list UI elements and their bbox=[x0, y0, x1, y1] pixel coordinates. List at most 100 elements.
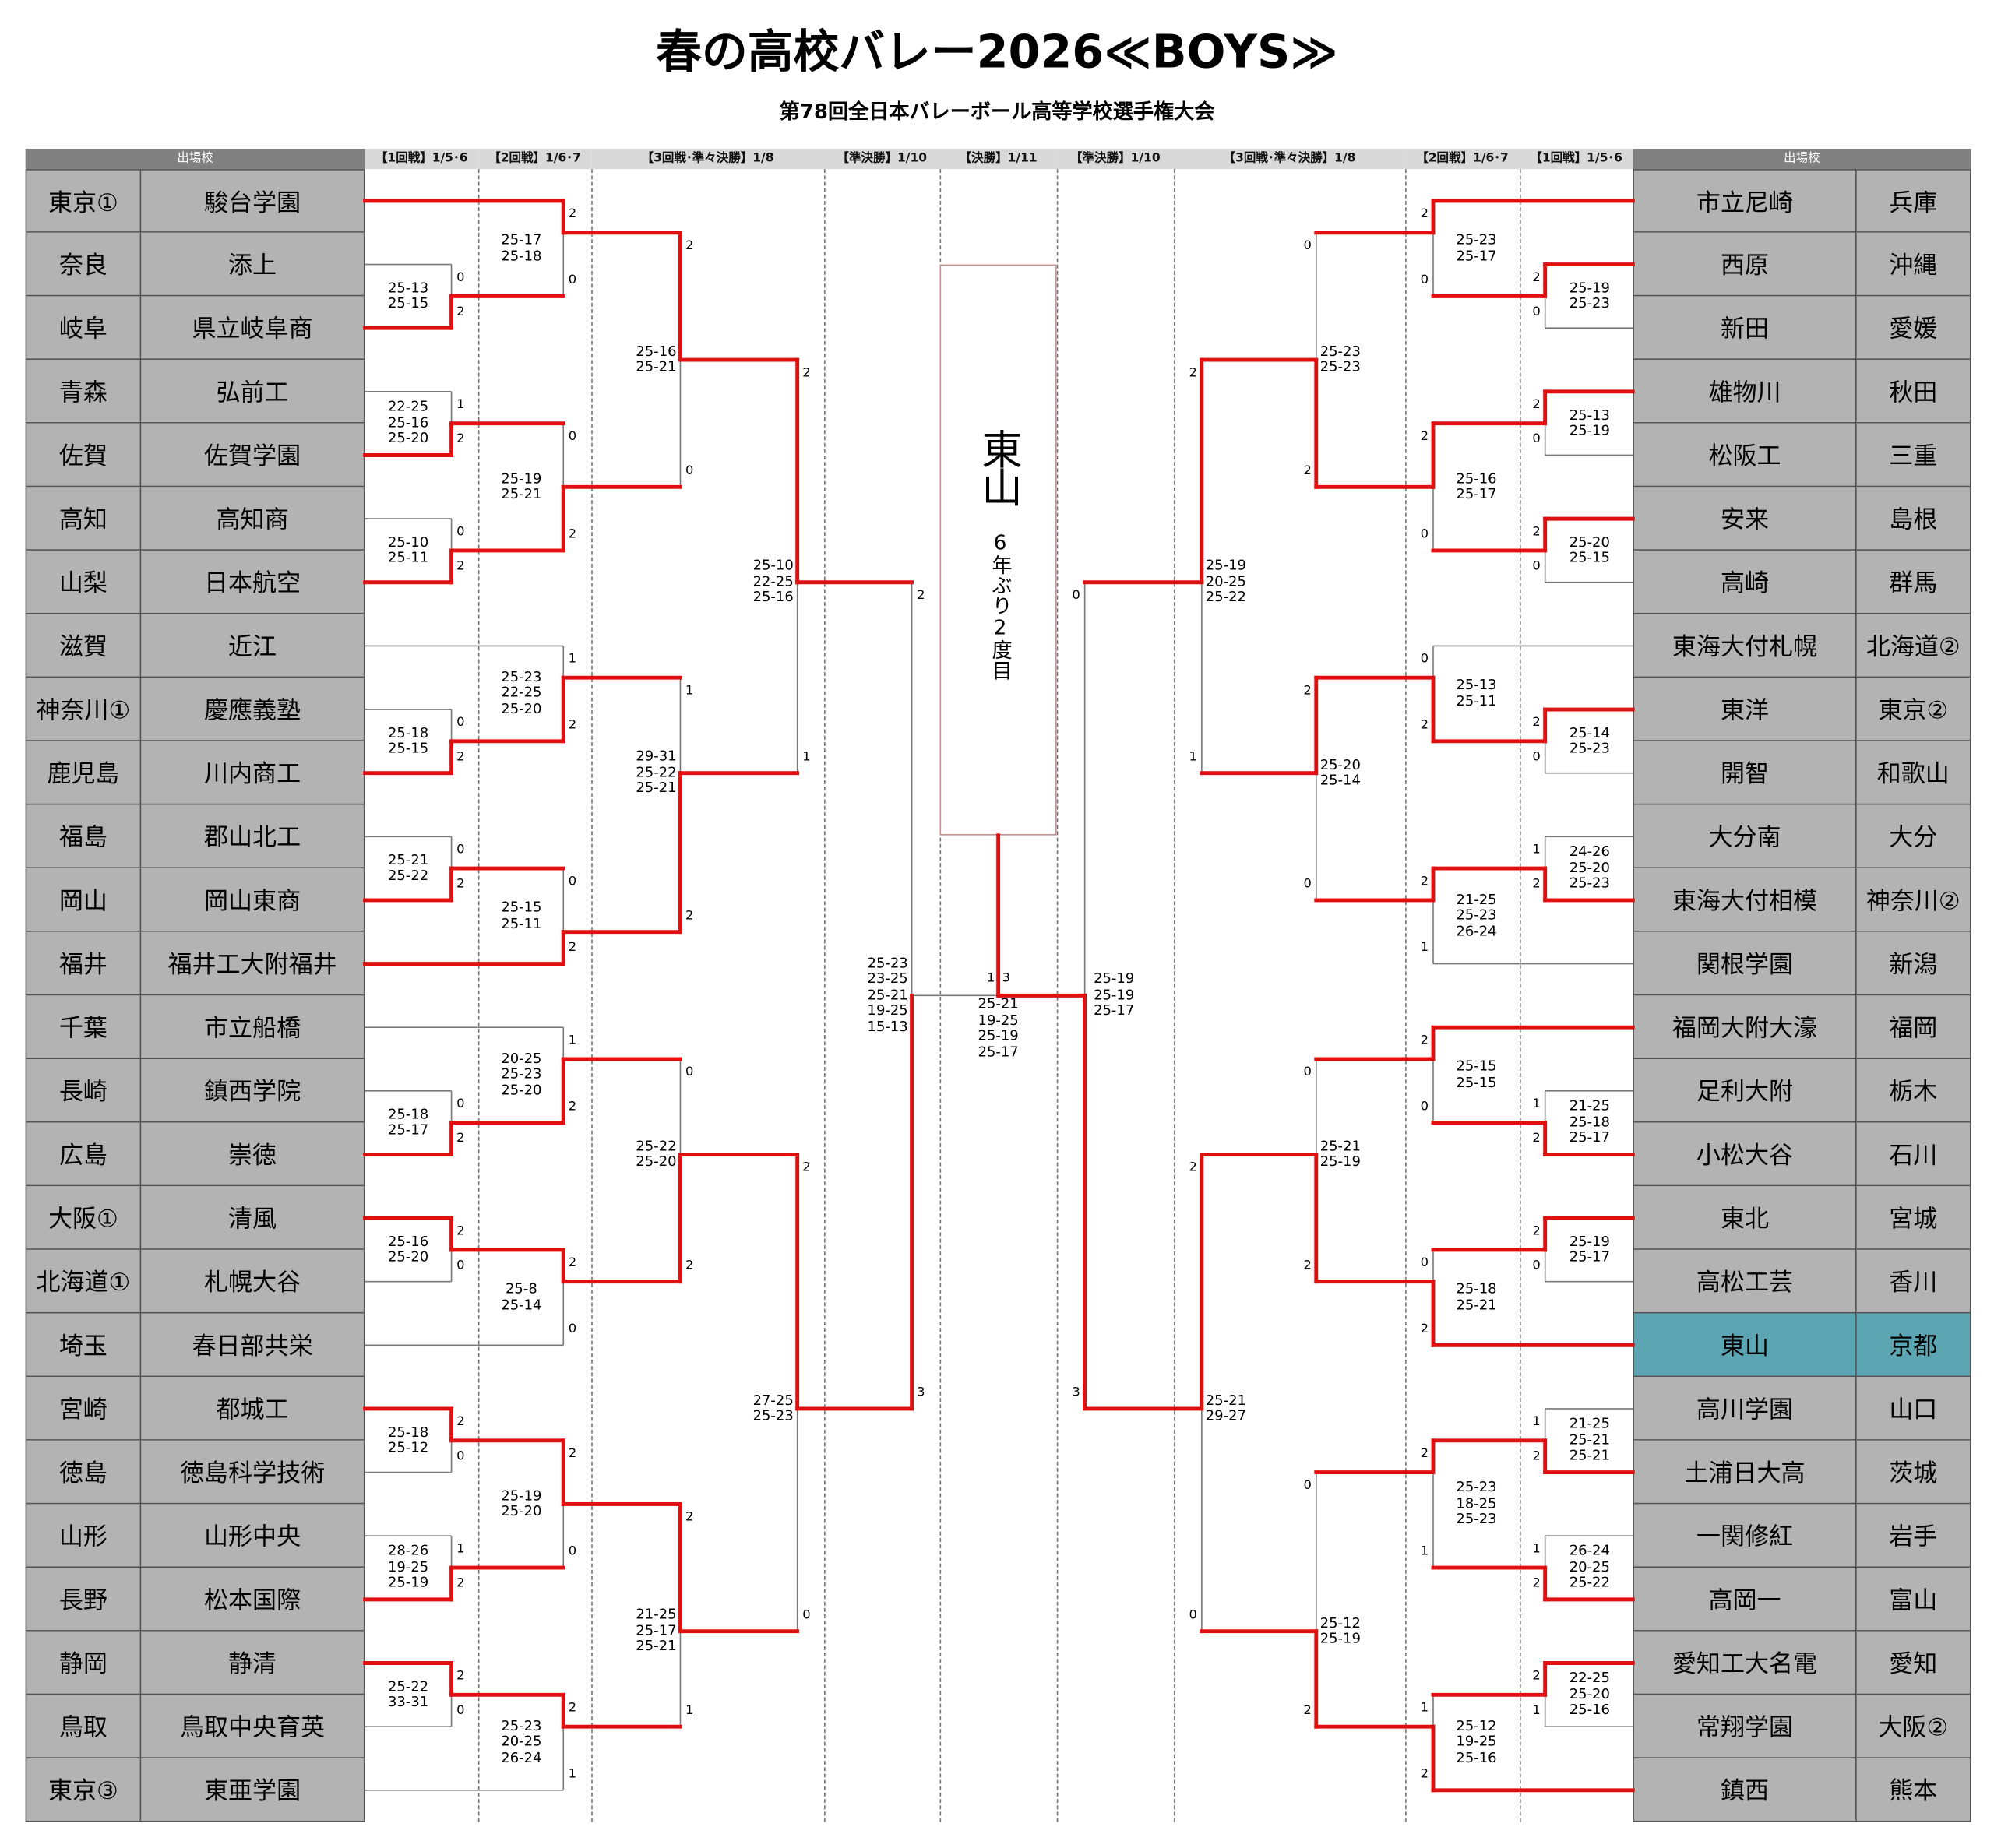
set-score: 25-15 bbox=[1456, 1058, 1497, 1075]
team-prefecture: 長野 bbox=[25, 1568, 142, 1632]
match-score-bottom: 0 bbox=[1532, 1258, 1541, 1273]
set-score: 25-23 bbox=[867, 954, 908, 971]
final-score-right: 3 bbox=[1002, 971, 1010, 986]
page-title: 春の高校バレー2026≪BOYS≫ bbox=[656, 26, 1338, 79]
team-prefecture: 岐阜 bbox=[25, 296, 142, 361]
match-score-top: 1 bbox=[568, 652, 577, 667]
team-school: 雄物川 bbox=[1633, 360, 1857, 424]
set-score: 29-31 bbox=[636, 748, 677, 765]
match-score-bottom: 0 bbox=[1420, 527, 1429, 542]
match-score-bottom: 2 bbox=[456, 877, 465, 892]
column-divider bbox=[1520, 169, 1521, 1822]
match-score-bottom: 0 bbox=[685, 463, 694, 478]
set-score: 25-20 bbox=[636, 1153, 677, 1170]
set-score: 25-18 bbox=[501, 247, 542, 264]
match-score-bottom: 0 bbox=[1420, 1100, 1429, 1114]
match-score-top: 2 bbox=[1189, 366, 1197, 381]
set-score: 25-21 bbox=[1319, 1137, 1361, 1154]
set-score: 25-11 bbox=[1456, 692, 1497, 709]
match-score-bottom: 2 bbox=[1532, 1576, 1541, 1591]
set-score: 25-17 bbox=[387, 1121, 429, 1139]
team-school: 鎮西学院 bbox=[139, 1058, 365, 1123]
team-school: 清風 bbox=[139, 1186, 365, 1250]
match-score-bottom: 1 bbox=[1532, 1703, 1541, 1718]
match-score-bottom: 2 bbox=[568, 718, 577, 733]
team-prefecture: 山口 bbox=[1855, 1377, 1971, 1441]
match-score-bottom: 0 bbox=[568, 1322, 577, 1336]
set-score: 21-25 bbox=[1569, 1097, 1610, 1114]
header-left-round3-qf: 【3回戦･準々決勝】1/8 bbox=[591, 149, 824, 170]
set-score: 25-16 bbox=[752, 589, 794, 606]
team-prefecture: 静岡 bbox=[25, 1631, 142, 1695]
set-score: 25-23 bbox=[1569, 875, 1610, 892]
match-score-top: 2 bbox=[456, 1415, 465, 1430]
match-score-bottom: 1 bbox=[685, 1703, 694, 1718]
set-score: 18-25 bbox=[1456, 1494, 1497, 1512]
page-subtitle: 第78回全日本バレーボール高等学校選手権大会 bbox=[779, 99, 1215, 124]
set-score: 22-25 bbox=[501, 684, 542, 701]
match-score-bottom: 0 bbox=[456, 1258, 465, 1273]
team-prefecture: 熊本 bbox=[1855, 1758, 1971, 1822]
match-score-top: 1 bbox=[456, 1542, 465, 1557]
set-score: 25-17 bbox=[978, 1043, 1019, 1060]
team-prefecture: 茨城 bbox=[1855, 1440, 1971, 1505]
match-score-top: 2 bbox=[1420, 875, 1429, 889]
set-score: 25-22 bbox=[1205, 589, 1246, 606]
match-score-bottom: 0 bbox=[1532, 559, 1541, 574]
team-prefecture: 宮城 bbox=[1855, 1186, 1971, 1250]
set-score: 25-17 bbox=[1569, 1248, 1610, 1265]
set-score: 24-26 bbox=[1569, 843, 1610, 861]
set-score: 25-19 bbox=[1205, 557, 1246, 574]
team-school: 佐賀学園 bbox=[139, 423, 365, 488]
match-score-top: 2 bbox=[568, 1701, 577, 1716]
header-right-round1: 【1回戦】1/5･6 bbox=[1520, 149, 1633, 170]
set-score: 25-17 bbox=[501, 231, 542, 248]
match-score-bottom: 1 bbox=[802, 750, 811, 765]
set-score: 25-19 bbox=[1569, 422, 1610, 439]
team-school: 都城工 bbox=[139, 1377, 365, 1441]
team-school: 大分南 bbox=[1633, 804, 1857, 869]
team-school: 東海大付札幌 bbox=[1633, 614, 1857, 678]
match-score-top: 2 bbox=[1532, 270, 1541, 285]
team-school: 慶應義塾 bbox=[139, 678, 365, 741]
match-score-bottom: 0 bbox=[1532, 304, 1541, 319]
team-school: 川内商工 bbox=[139, 741, 365, 805]
match-score-bottom: 2 bbox=[1420, 1322, 1429, 1336]
set-score: 25-21 bbox=[636, 358, 677, 375]
match-score-top: 2 bbox=[1532, 525, 1541, 540]
set-score: 20-25 bbox=[501, 1050, 542, 1067]
header-left-round2: 【2回戦】1/6･7 bbox=[477, 149, 592, 170]
match-score-top: 2 bbox=[1532, 716, 1541, 730]
column-divider bbox=[591, 169, 593, 1822]
team-school: 静清 bbox=[139, 1631, 365, 1695]
team-prefecture: 東京③ bbox=[25, 1758, 142, 1822]
header-final: 【決勝】1/11 bbox=[939, 149, 1057, 170]
team-school: 西原 bbox=[1633, 232, 1857, 297]
team-school: 鳥取中央育英 bbox=[139, 1695, 365, 1758]
team-school: 東山 bbox=[1633, 1313, 1857, 1378]
team-prefecture: 秋田 bbox=[1855, 360, 1971, 424]
team-prefecture: 北海道② bbox=[1855, 614, 1971, 678]
champion-name: 東山 bbox=[975, 428, 1024, 505]
team-prefecture: 福井 bbox=[25, 931, 142, 996]
header-right-round3-qf: 【3回戦･準々決勝】1/8 bbox=[1173, 149, 1406, 170]
